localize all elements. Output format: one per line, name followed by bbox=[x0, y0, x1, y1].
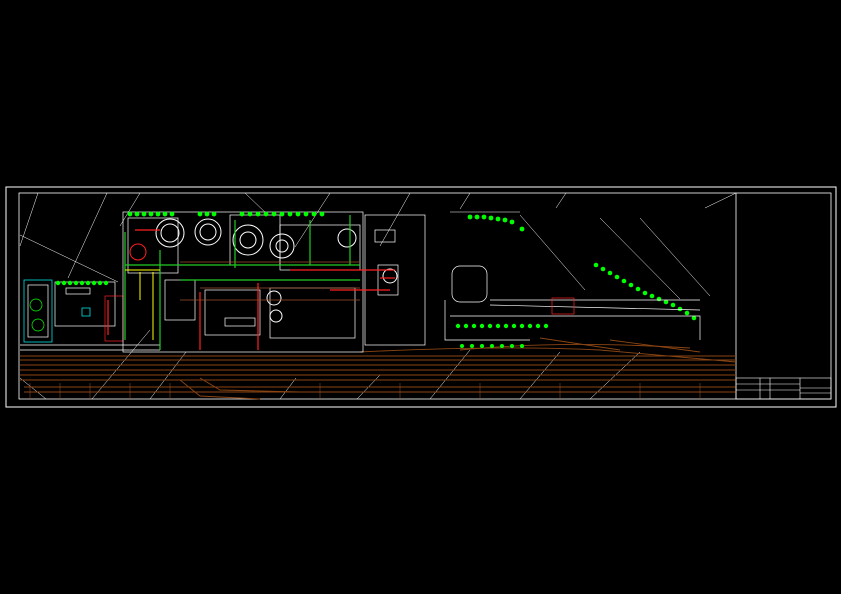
railway-sleepers bbox=[29, 383, 701, 399]
pipe-network-green bbox=[124, 215, 360, 350]
plant-tree-row bbox=[127, 211, 525, 232]
diagonal-tree-row bbox=[593, 262, 697, 321]
plant-buildings bbox=[122, 211, 426, 353]
left-compound bbox=[20, 279, 160, 351]
service-lines bbox=[180, 261, 360, 301]
railway-tracks bbox=[20, 337, 737, 400]
sheet-outer-frame bbox=[5, 186, 837, 408]
title-block bbox=[735, 377, 832, 400]
left-tree-row bbox=[55, 280, 109, 286]
circular-tanks bbox=[129, 218, 398, 323]
right-yard bbox=[444, 265, 701, 341]
sheet-inner-frame bbox=[18, 192, 832, 400]
pipe-network-yellow bbox=[125, 269, 160, 340]
coordinate-grid-lines bbox=[19, 192, 737, 400]
right-hedge bbox=[455, 323, 549, 348]
pipe-network-red bbox=[107, 229, 395, 350]
